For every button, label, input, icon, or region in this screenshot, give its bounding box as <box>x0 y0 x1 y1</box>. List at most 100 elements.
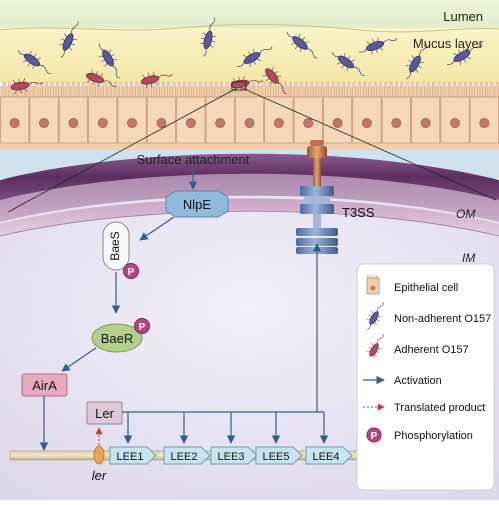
microvillus <box>352 81 356 98</box>
phospho-label-baes: P <box>128 267 135 278</box>
t3ss-label: T3SS <box>342 205 375 220</box>
microvillus <box>437 81 441 98</box>
cell-nucleus <box>9 118 20 128</box>
lee-operon-label: LEE2 <box>171 451 198 463</box>
ler-gene-marker <box>93 445 105 465</box>
microvillus <box>225 81 229 98</box>
microvillus <box>294 81 298 98</box>
lee-operon-label: LEE5 <box>263 451 290 463</box>
microvillus <box>188 81 192 98</box>
cell-nucleus <box>185 118 196 128</box>
microvillus <box>92 81 96 98</box>
microvillus <box>426 81 430 98</box>
microvillus <box>29 81 33 98</box>
microvillus <box>315 81 319 98</box>
microvillus <box>182 81 187 98</box>
microvillus <box>45 81 49 98</box>
legend-phosphorylation: Phosphorylation <box>394 430 473 442</box>
lee-operon <box>109 446 157 465</box>
microvillus <box>394 81 399 98</box>
cell-nucleus <box>420 118 431 128</box>
microvillus <box>61 81 65 98</box>
phosphorylation-icon: P <box>366 427 382 443</box>
microvillus <box>368 81 372 98</box>
microvillus <box>204 81 208 98</box>
cell-nucleus <box>127 118 137 128</box>
phosphorylation-badge-baes <box>123 263 139 279</box>
microvillus <box>209 81 213 98</box>
microvillus <box>310 81 314 98</box>
microvillus <box>76 81 81 98</box>
cell-nucleus <box>479 118 490 128</box>
microvillus <box>2 81 6 98</box>
cell-nucleus <box>450 118 460 128</box>
im-label: IM <box>462 251 475 265</box>
microvillus <box>304 81 308 98</box>
lee-operons: LEE1 LEE2 LEE3 LEE5 LEE4 <box>109 446 353 465</box>
microvillus <box>262 81 266 98</box>
microvillus <box>485 81 489 98</box>
microvillus <box>50 81 54 98</box>
legend-box: P Epithelial cell Non-adherent O157 Adhe… <box>356 263 495 491</box>
baer-label: BaeR <box>101 331 134 346</box>
microvillus <box>8 81 12 98</box>
aira-label: AirA <box>32 378 57 393</box>
baes-label: BaeS <box>108 231 122 260</box>
microvillus <box>193 81 197 98</box>
zoom-line-left <box>7 87 238 213</box>
microvillus <box>135 81 139 98</box>
microvillus <box>103 81 107 98</box>
t3ss-apparatus <box>296 140 338 254</box>
microvillus <box>479 81 483 98</box>
microvillus <box>288 81 293 98</box>
cell-nucleus <box>273 118 284 128</box>
nlpe-node <box>165 190 229 218</box>
microvillus <box>214 81 218 98</box>
legend-epithelial-cell: Epithelial cell <box>394 282 458 294</box>
lee-operon <box>163 446 211 465</box>
lee-operon-label: LEE4 <box>313 451 340 463</box>
microvillus <box>177 81 181 98</box>
microvillus <box>172 81 176 98</box>
cell-nucleus <box>362 118 372 128</box>
microvillus <box>283 81 287 98</box>
microvillus <box>405 81 409 98</box>
cell-nucleus <box>391 118 402 128</box>
microvillus <box>474 81 478 98</box>
epithelial-cell-icon <box>366 275 380 295</box>
microvillus <box>389 81 393 98</box>
lee-operon-label: LEE1 <box>117 451 144 463</box>
microvillus <box>336 81 340 98</box>
ler-protein-node <box>86 401 123 425</box>
cell-nucleus <box>303 118 314 128</box>
ler-activation-arrows <box>123 412 329 444</box>
arrow-baer-to-aira <box>61 347 97 372</box>
microvillus <box>458 81 462 98</box>
microvillus <box>341 81 346 98</box>
outer-membrane <box>0 153 499 200</box>
microvillus <box>114 81 118 98</box>
legend-translated-product: Translated product <box>394 402 485 414</box>
microvillus <box>273 81 277 98</box>
mucus-layer-label: Mucus layer <box>413 36 484 51</box>
epithelium-layer <box>0 81 499 150</box>
nlpe-label: NlpE <box>183 197 212 212</box>
microvillus <box>469 81 473 98</box>
lee-operon <box>305 446 353 465</box>
microvillus <box>124 81 128 98</box>
microvillus <box>140 81 144 98</box>
microvillus <box>331 81 335 98</box>
microvillus <box>373 81 377 98</box>
periplasm <box>0 166 499 222</box>
lee-operon-label: LEE3 <box>218 451 245 463</box>
microvillus <box>129 81 134 98</box>
microvillus <box>66 81 70 98</box>
microvillus <box>442 81 446 98</box>
microvillus <box>267 81 271 98</box>
microvillus <box>251 81 255 98</box>
microvillus <box>447 81 452 98</box>
microvillus <box>82 81 86 98</box>
microvillus <box>495 81 499 98</box>
baes-node <box>102 221 130 271</box>
microvillus <box>379 81 383 98</box>
